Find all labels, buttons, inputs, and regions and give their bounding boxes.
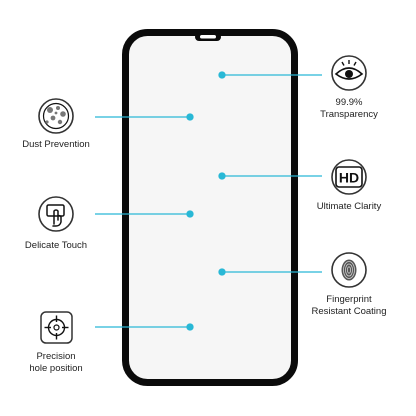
earpiece-slot xyxy=(200,35,216,39)
protector-frame xyxy=(122,29,298,386)
label-dust: Dust Prevention xyxy=(11,139,101,151)
callout-clarity xyxy=(218,172,322,180)
screen-protector xyxy=(122,29,298,386)
dust-icon xyxy=(38,98,74,134)
transparency-value: 99.9% xyxy=(335,97,363,108)
clarity-text: Ultimate Clarity xyxy=(316,201,382,212)
precision-text-2: hole position xyxy=(29,363,83,374)
transparency-text: Transparency xyxy=(320,109,378,120)
label-transparency: 99.9% Transparency xyxy=(309,97,389,121)
crosshair-icon xyxy=(40,311,73,344)
fingerprint-text-2: Resistant Coating xyxy=(311,306,387,317)
callout-touch xyxy=(95,210,194,218)
callout-transparency xyxy=(218,71,322,79)
fingerprint-icon xyxy=(331,252,367,288)
label-touch: Delicate Touch xyxy=(16,240,96,252)
touch-text: Delicate Touch xyxy=(24,240,88,251)
fingerprint-text-1: Fingerprint xyxy=(326,294,372,305)
label-clarity: Ultimate Clarity xyxy=(304,201,394,213)
label-precision: Precision hole position xyxy=(21,351,91,375)
hd-icon-text: HD xyxy=(339,170,359,186)
touch-icon xyxy=(38,196,74,232)
hd-icon: HD xyxy=(331,159,367,195)
callout-precision xyxy=(95,323,194,331)
precision-text-1: Precision xyxy=(36,351,76,362)
dust-text: Dust Prevention xyxy=(22,139,90,150)
callout-fingerprint xyxy=(218,268,322,276)
callout-dust xyxy=(95,113,194,121)
eye-icon xyxy=(331,55,367,91)
label-fingerprint: Fingerprint Resistant Coating xyxy=(299,294,399,318)
